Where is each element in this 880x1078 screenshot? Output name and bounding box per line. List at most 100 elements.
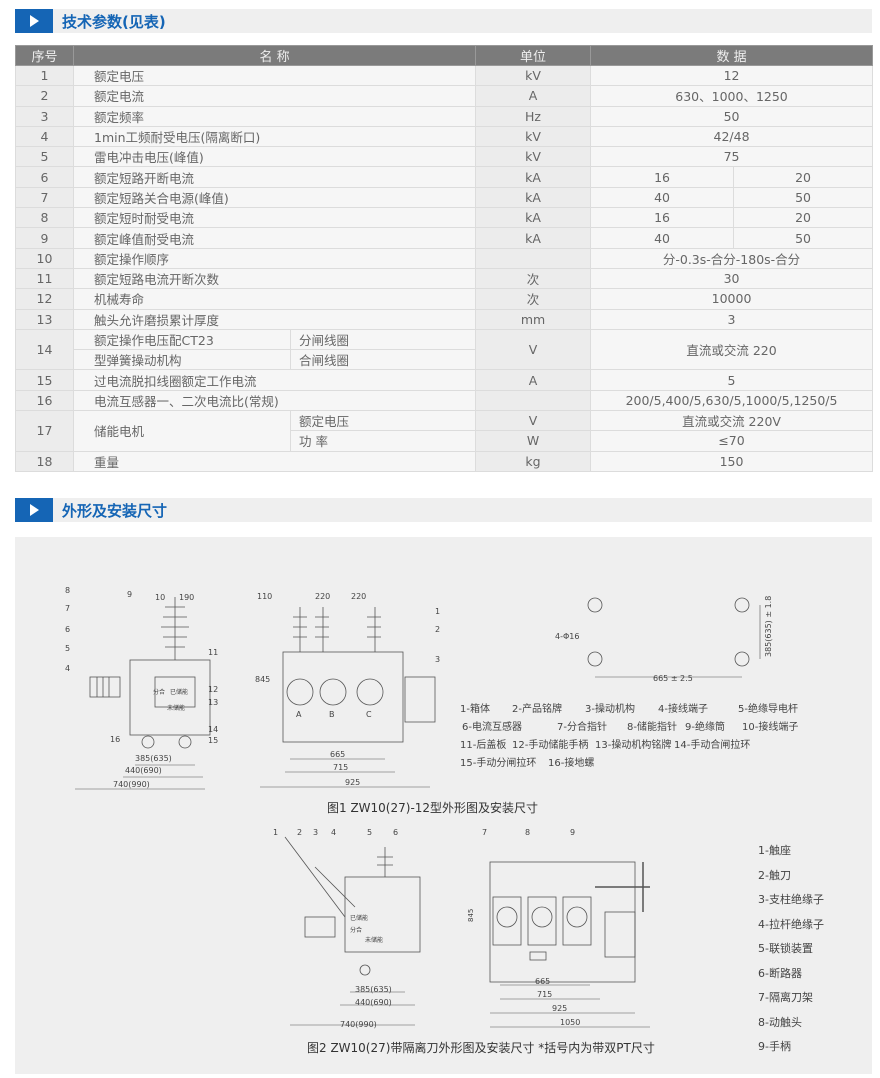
cell-value: 16 xyxy=(590,207,735,229)
cell-name: 额定短路关合电源(峰值) xyxy=(72,186,477,209)
svg-text:未储能: 未储能 xyxy=(365,936,383,944)
svg-text:1: 1 xyxy=(435,607,440,616)
legend-item: 1-触座 xyxy=(758,844,791,857)
header-no: 序号 xyxy=(15,45,74,66)
svg-text:665: 665 xyxy=(535,977,550,986)
svg-text:8: 8 xyxy=(525,828,530,837)
cell-unit: kV xyxy=(475,125,592,148)
svg-text:A: A xyxy=(296,710,302,719)
svg-text:14: 14 xyxy=(208,725,218,734)
cell-value: 150 xyxy=(590,450,874,472)
legend-item: 1-箱体 xyxy=(460,704,490,715)
cell-unit: A xyxy=(475,369,592,391)
cell-unit: mm xyxy=(475,308,592,330)
cell-value: 直流或交流 220 xyxy=(590,328,874,371)
fig2-caption: 图2 ZW10(27)带隔离刀外形图及安装尺寸 *括号内为带双PT尺寸 xyxy=(307,1041,655,1055)
outline-drawings: 190 385(635) 440(690) 740(990) 分合 已储能 未储… xyxy=(65,586,773,1029)
cell-name: 额定峰值耐受电流 xyxy=(72,227,477,249)
cell-no: 15 xyxy=(15,369,74,391)
svg-text:15: 15 xyxy=(208,736,218,745)
cell-value: 10000 xyxy=(590,288,874,310)
svg-text:665: 665 xyxy=(330,750,345,759)
cell-name: 重量 xyxy=(72,450,477,472)
svg-text:1: 1 xyxy=(273,828,278,837)
cell-unit xyxy=(475,389,592,412)
svg-text:385(635): 385(635) xyxy=(135,754,172,763)
cell-value: 16 xyxy=(590,166,735,188)
svg-text:440(690): 440(690) xyxy=(125,766,162,775)
svg-text:已储能: 已储能 xyxy=(350,914,368,922)
legend-item: 2-触刀 xyxy=(758,868,791,882)
cell-name: 机械寿命 xyxy=(72,288,477,310)
svg-text:未储能: 未储能 xyxy=(167,704,185,712)
section-header-tech-params: 技术参数(见表) xyxy=(15,9,872,33)
legend-item: 4-拉杆绝缘子 xyxy=(758,917,824,931)
legend-item: 15-手动分闸拉环 xyxy=(460,758,537,769)
svg-text:9: 9 xyxy=(570,828,575,837)
svg-text:665 ± 2.5: 665 ± 2.5 xyxy=(653,674,693,683)
svg-text:分合: 分合 xyxy=(153,688,165,696)
cell-unit xyxy=(475,247,592,269)
svg-text:4: 4 xyxy=(331,828,336,837)
header-unit: 单位 xyxy=(475,45,592,66)
cell-value: 直流或交流 220V xyxy=(590,410,874,432)
cell-value: 30 xyxy=(590,267,874,290)
cell-unit: V xyxy=(475,410,592,432)
svg-text:4-Φ16: 4-Φ16 xyxy=(555,632,579,641)
cell-no: 2 xyxy=(15,85,74,107)
svg-text:3: 3 xyxy=(313,828,318,837)
svg-text:925: 925 xyxy=(345,778,360,787)
header-data: 数 据 xyxy=(590,45,874,66)
cell-value: 20 xyxy=(733,166,874,188)
cell-name: 额定操作电压配CT23 xyxy=(73,328,291,351)
svg-text:715: 715 xyxy=(537,990,552,999)
cell-unit: kV xyxy=(475,64,592,87)
cell-unit: Hz xyxy=(475,105,592,127)
cell-no: 17 xyxy=(15,410,74,452)
cell-sub: 额定电压 xyxy=(289,410,477,432)
cell-name: 额定短路开断电流 xyxy=(72,166,477,188)
cell-no: 16 xyxy=(15,389,74,412)
svg-text:110: 110 xyxy=(257,592,272,601)
cell-unit: 次 xyxy=(475,288,592,310)
section-title: 技术参数(见表) xyxy=(62,12,166,31)
cell-name: 额定操作顺序 xyxy=(72,247,477,269)
cell-no: 13 xyxy=(15,308,74,330)
legend-item: 12-手动储能手柄 xyxy=(512,740,589,751)
cell-no: 5 xyxy=(15,146,74,168)
cell-no: 18 xyxy=(15,450,74,472)
svg-text:8: 8 xyxy=(65,586,70,595)
cell-value: 50 xyxy=(590,105,874,127)
svg-text:385(635) ± 1.8: 385(635) ± 1.8 xyxy=(764,596,773,657)
cell-value: 630、1000、1250 xyxy=(590,85,874,107)
cell-no: 6 xyxy=(15,166,74,188)
svg-text:7: 7 xyxy=(482,828,487,837)
svg-text:2: 2 xyxy=(297,828,302,837)
svg-text:C: C xyxy=(366,710,372,719)
cell-value: 200/5,400/5,630/5,1000/5,1250/5 xyxy=(590,389,874,412)
legend-item: 9-绝缘筒 xyxy=(685,722,725,733)
drawing-area: 190 385(635) 440(690) 740(990) 分合 已储能 未储… xyxy=(15,537,872,1074)
cell-sub: 功 率 xyxy=(289,430,477,452)
play-arrow-icon xyxy=(15,498,53,522)
legend-item: 14-手动合闸拉环 xyxy=(674,740,751,751)
legend-item: 5-联锁装置 xyxy=(758,942,813,955)
legend-item: 11-后盖板 xyxy=(460,740,507,751)
svg-text:845: 845 xyxy=(255,675,270,684)
legend-item: 13-操动机构铭牌 xyxy=(595,740,672,751)
svg-text:2: 2 xyxy=(435,625,440,634)
cell-no: 14 xyxy=(15,328,74,371)
